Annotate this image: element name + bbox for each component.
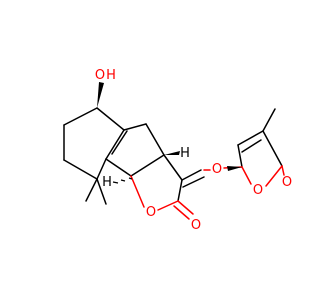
- bond: [237, 130, 264, 146]
- bond: [96, 178, 107, 205]
- hash-bond: [112, 181, 119, 184]
- oxygen-bonds: [130, 165, 285, 220]
- bond: [237, 144, 243, 168]
- bond: [105, 129, 125, 160]
- atom-labels: O H H H O O O O O: [95, 68, 292, 233]
- butenolide-ring-oxygen-label: O: [253, 183, 263, 198]
- bond: [63, 159, 98, 180]
- stereo-hydrogen-top-label: H: [180, 146, 190, 161]
- bond: [163, 154, 183, 181]
- bond: [241, 139, 262, 153]
- lactone-ring-oxygen-label: O: [146, 205, 156, 220]
- wedge-bond: [227, 166, 242, 171]
- bond: [96, 158, 107, 180]
- bond: [265, 165, 283, 187]
- wedge-bond: [97, 82, 104, 108]
- hydroxyl-hydrogen-label: H: [106, 68, 116, 83]
- bond: [281, 165, 285, 176]
- bond: [181, 169, 202, 181]
- bond: [173, 205, 190, 220]
- bond: [145, 123, 165, 156]
- wedge-bond: [164, 151, 180, 155]
- bond: [105, 158, 132, 177]
- bond: [177, 200, 194, 215]
- bond: [182, 176, 205, 188]
- hash-bond: [120, 179, 126, 182]
- bond: [111, 130, 128, 155]
- bond: [123, 123, 147, 131]
- bond: [96, 107, 125, 131]
- molecule-structure: O H H H O O O O O: [63, 68, 292, 233]
- bond: [130, 154, 165, 177]
- bond: [241, 166, 252, 185]
- butenolide-carbonyl-oxygen-label: O: [282, 175, 292, 190]
- hydroxyl-oxygen-label: O: [95, 68, 105, 83]
- enol-ether-oxygen-label: O: [212, 162, 222, 177]
- bond: [262, 108, 276, 132]
- bond: [130, 175, 145, 208]
- bond: [157, 200, 179, 211]
- bond: [85, 178, 98, 202]
- hash-bond: [128, 177, 133, 180]
- lactone-carbonyl-oxygen-label: O: [191, 218, 201, 233]
- bond: [262, 130, 283, 167]
- bond: [63, 107, 98, 126]
- bond: [177, 179, 183, 202]
- stereo-bonds: [97, 82, 242, 184]
- stereo-hydrogen-bottom-label: H: [102, 175, 112, 190]
- carbon-bonds: [63, 107, 283, 205]
